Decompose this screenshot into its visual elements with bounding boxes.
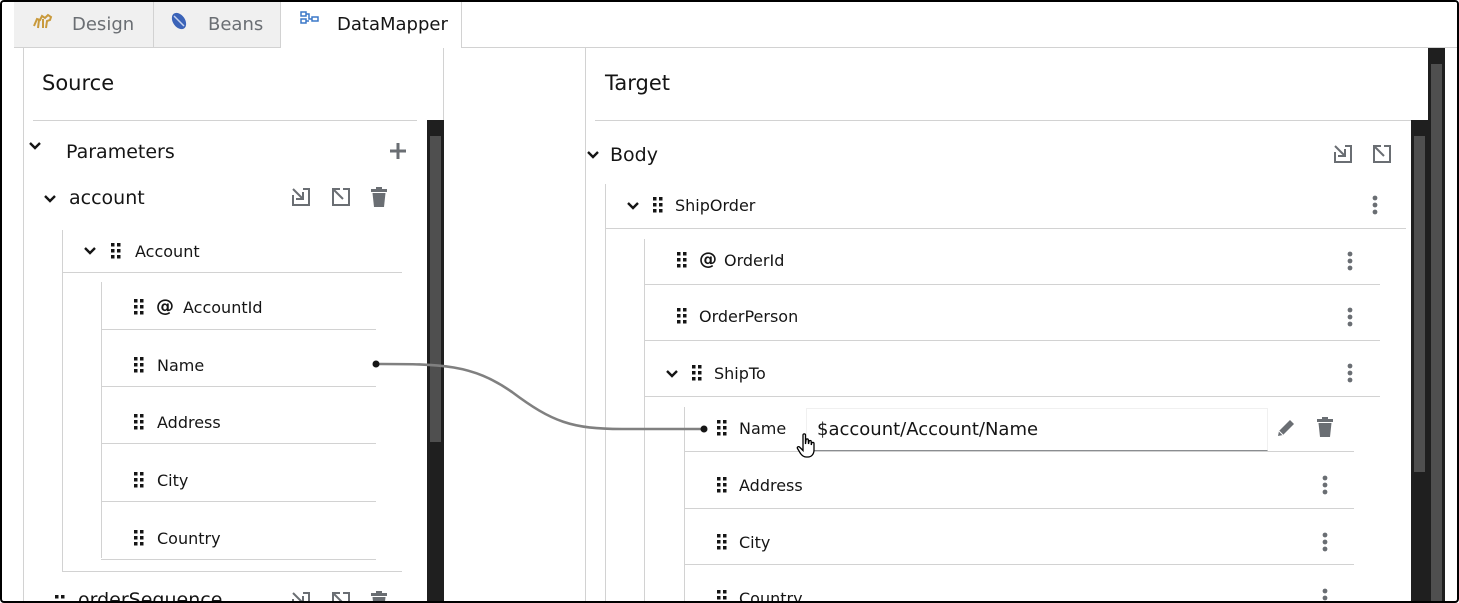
target-title: Target: [605, 71, 670, 95]
source-field-country[interactable]: Country: [157, 529, 221, 548]
tab-datamapper-label: DataMapper: [337, 14, 448, 35]
row-divider: [644, 340, 1380, 341]
row-divider: [101, 329, 376, 330]
camel-icon: [33, 13, 53, 29]
account-type-label: Account: [135, 242, 200, 261]
parameters-label: Parameters: [66, 141, 175, 163]
shiporder-tree-line: [644, 239, 645, 601]
account-tree-line: [62, 230, 63, 572]
tab-bar-divider: [462, 47, 1457, 48]
source-field-address[interactable]: Address: [157, 413, 221, 432]
connector-source-point: [372, 360, 380, 368]
ordersequence-parameter-label: orderSequence: [78, 589, 223, 603]
datamapper-icon: [300, 11, 319, 24]
hand-cursor-icon: [796, 433, 815, 458]
source-title: Source: [42, 71, 115, 95]
row-divider: [101, 559, 376, 560]
tab-beans[interactable]: Beans: [154, 2, 281, 48]
row-divider: [684, 508, 1354, 509]
target-field-country[interactable]: Country: [739, 589, 803, 603]
source-field-name[interactable]: Name: [157, 356, 205, 375]
target-scrollbar-thumb[interactable]: [1414, 136, 1425, 472]
tab-datamapper[interactable]: DataMapper: [281, 2, 462, 48]
attribute-icon: @: [699, 249, 717, 270]
source-scrollbar-thumb[interactable]: [430, 136, 441, 442]
connector-target-point: [700, 425, 708, 433]
shipto-label: ShipTo: [714, 364, 766, 383]
account-tree-bottom: [62, 571, 402, 572]
tab-design-label: Design: [72, 14, 135, 35]
row-divider: [684, 564, 1354, 565]
mapping-expression-input[interactable]: [806, 408, 1268, 451]
target-field-city[interactable]: City: [739, 533, 771, 552]
row-divider: [644, 284, 1380, 285]
target-field-orderid[interactable]: OrderId: [724, 251, 785, 270]
row-divider: [644, 396, 1380, 397]
row-divider: [101, 501, 376, 502]
shiporder-label: ShipOrder: [675, 196, 756, 215]
attribute-icon: @: [156, 296, 174, 317]
tab-design[interactable]: Design: [14, 2, 154, 48]
tab-bar: Design Beans DataMapper: [2, 2, 1457, 48]
target-header-divider: [595, 120, 1429, 121]
target-field-name[interactable]: Name: [739, 419, 787, 438]
row-divider: [684, 451, 1354, 452]
page-scrollbar-thumb[interactable]: [1431, 64, 1442, 601]
source-panel: [23, 48, 444, 601]
source-field-accountid[interactable]: AccountId: [183, 298, 263, 317]
body-label: Body: [610, 144, 658, 166]
row-divider: [101, 386, 376, 387]
account-parameter-label: account: [69, 187, 145, 209]
account-type-divider: [62, 272, 402, 273]
target-field-address[interactable]: Address: [739, 476, 803, 495]
account-fields-line: [101, 282, 102, 558]
source-header-divider: [33, 120, 417, 121]
row-divider: [101, 443, 376, 444]
row-divider: [605, 228, 1406, 229]
bean-icon: [171, 12, 187, 30]
source-field-city[interactable]: City: [157, 471, 189, 490]
target-field-orderperson[interactable]: OrderPerson: [699, 307, 799, 326]
tab-beans-label: Beans: [208, 14, 264, 35]
body-tree-line: [605, 184, 606, 601]
shipto-tree-line: [684, 407, 685, 601]
